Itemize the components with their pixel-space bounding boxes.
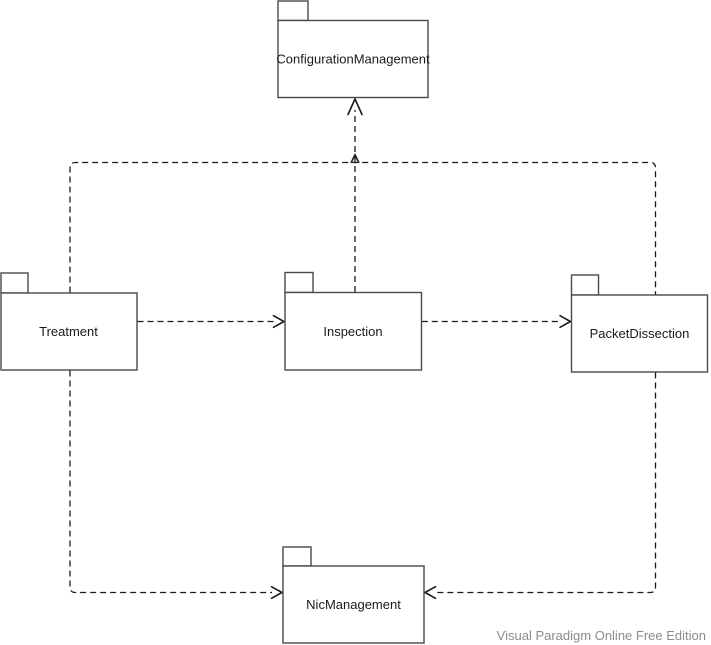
connector-inspection-to-configurationmanagement[interactable] — [347, 97, 363, 292]
connector-packetdissection-to-nicmanagement[interactable] — [423, 372, 657, 600]
package-tab — [277, 0, 309, 22]
package-label: Treatment — [39, 324, 98, 339]
package-packetdissection[interactable]: PacketDissection — [570, 274, 709, 373]
package-body — [570, 294, 709, 373]
arrowhead-icon — [347, 97, 363, 116]
connector-inspection-to-packetdissection[interactable] — [421, 314, 573, 329]
arrowhead-icon — [559, 314, 573, 329]
package-tab — [0, 272, 29, 294]
package-label: ConfigurationManagement — [276, 52, 430, 67]
junction-arrowhead-icon — [350, 152, 360, 164]
package-configurationmanagement[interactable]: ConfigurationManagement — [276, 0, 430, 99]
connector-merged-to-configurationmanagement[interactable] — [69, 152, 657, 295]
package-body — [0, 292, 138, 371]
arrowhead-icon — [423, 585, 437, 600]
arrowhead-icon — [272, 314, 286, 329]
connector-line — [69, 161, 657, 295]
package-tab — [570, 274, 600, 296]
watermark: Visual Paradigm Online Free Edition — [497, 628, 706, 643]
package-body — [282, 565, 425, 644]
package-treatment[interactable]: Treatment — [0, 272, 138, 371]
connector-line — [69, 370, 272, 594]
package-label: PacketDissection — [590, 326, 690, 341]
package-body — [284, 291, 423, 371]
connector-treatment-to-inspection[interactable] — [137, 314, 286, 329]
package-body — [277, 19, 429, 99]
package-inspection[interactable]: Inspection — [284, 271, 423, 371]
package-tab — [282, 546, 312, 567]
connector-line — [435, 372, 657, 594]
package-label: Inspection — [323, 324, 382, 339]
package-nicmanagement[interactable]: NicManagement — [282, 546, 425, 644]
package-label: NicManagement — [306, 597, 401, 612]
package-tab — [284, 271, 314, 294]
arrowhead-icon — [270, 585, 284, 600]
connector-treatment-to-nicmanagement[interactable] — [69, 370, 284, 600]
